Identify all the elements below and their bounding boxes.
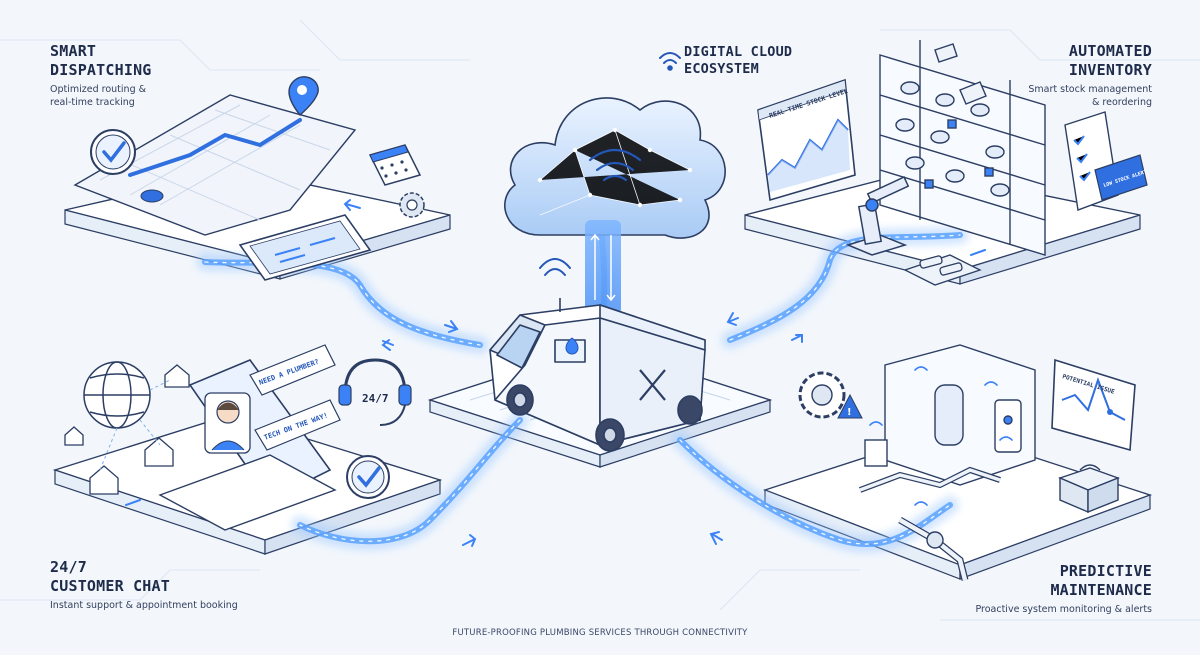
network-lines [99,379,171,471]
plumbing-van-icon [489,298,706,452]
wifi-icon [539,258,571,276]
control-panel [864,439,888,467]
flow-arrows [125,199,986,547]
inventory-title-line1: AUTOMATED [1068,42,1152,60]
inventory-subtitle-line2: & reordering [1092,97,1152,108]
inventory-title-line2: INVENTORY [1068,61,1152,79]
support-hours-label: 24/7 [362,392,389,405]
cloud-title-wifi-icon [659,52,681,71]
cloud-wifi-icon [588,148,642,182]
footer-tagline: FUTURE-PROOFING PLUMBING SERVICES THROUG… [452,628,748,638]
pipe-parts-tray [903,254,982,286]
dispatching-title-line1: SMART [50,42,97,60]
route-line [128,118,302,177]
route-map-icon [73,94,357,236]
water-drop-icon [565,337,579,355]
low-stock-tag: LOW STOCK ALERT [1094,154,1148,201]
maintenance-subtitle: Proactive system monitoring & alerts [975,604,1152,615]
location-pin-icon [288,76,319,117]
parts-shelf [879,40,1046,256]
water-heater-system [858,344,1036,581]
maintenance-title-line1: PREDICTIVE [1059,562,1152,580]
maintenance-title-line2: MAINTENANCE [1050,581,1152,599]
cloud-title-line2: ECOSYSTEM [684,61,759,77]
cloud-icon [504,97,726,239]
robot-arm-icon [845,176,910,256]
calendar-icon [368,144,422,186]
dispatching-subtitle-line2: real-time tracking [50,97,135,108]
pipe-fitting-icon [934,43,987,105]
gear-icon [399,192,425,218]
clock-check-icon [90,129,136,175]
svg-text:!: ! [847,407,852,418]
dispatching-subtitle-line1: Optimized routing & [50,84,147,95]
chat-label: 24/7 CUSTOMER CHAT Instant support & app… [50,558,238,612]
sensor-signal-icons [869,366,1013,506]
cloud-title-line1: DIGITAL CLOUD [684,44,793,60]
stock-chart-screen: REAL-TIME STOCK LEVEL [757,78,856,202]
headset-24-7-icon: 24/7 [338,358,412,426]
inventory-subtitle-line1: Smart stock management [1028,84,1152,95]
clock-check-icon [346,455,390,499]
maintenance-label: PREDICTIVE MAINTENANCE Proactive system … [975,562,1152,616]
maintenance-platform [762,429,1153,580]
wrench-icon [639,369,666,401]
globe-icon [83,361,151,429]
chat-subtitle: Instant support & appointment booking [50,600,238,611]
chat-title-line2: CUSTOMER CHAT [50,577,170,595]
toolbox-icon [1058,464,1120,514]
cloud-label: DIGITAL CLOUD ECOSYSTEM [684,44,792,78]
inventory-label: AUTOMATED INVENTORY Smart stock manageme… [1028,42,1152,109]
chat-bubble-need-plumber: NEED A PLUMBER? [249,344,336,396]
dispatching-title-line2: DISPATCHING [50,61,152,79]
gear-warning-icon: ! [798,371,863,419]
house-icons [64,364,190,495]
background-circuit [0,19,1200,621]
tablet-icon [238,214,372,281]
dispatching-label: SMART DISPATCHING Optimized routing & re… [50,42,152,109]
chat-title-line1: 24/7 [50,558,87,576]
issue-chart-screen: POTENTIAL ISSUE [1051,358,1136,452]
